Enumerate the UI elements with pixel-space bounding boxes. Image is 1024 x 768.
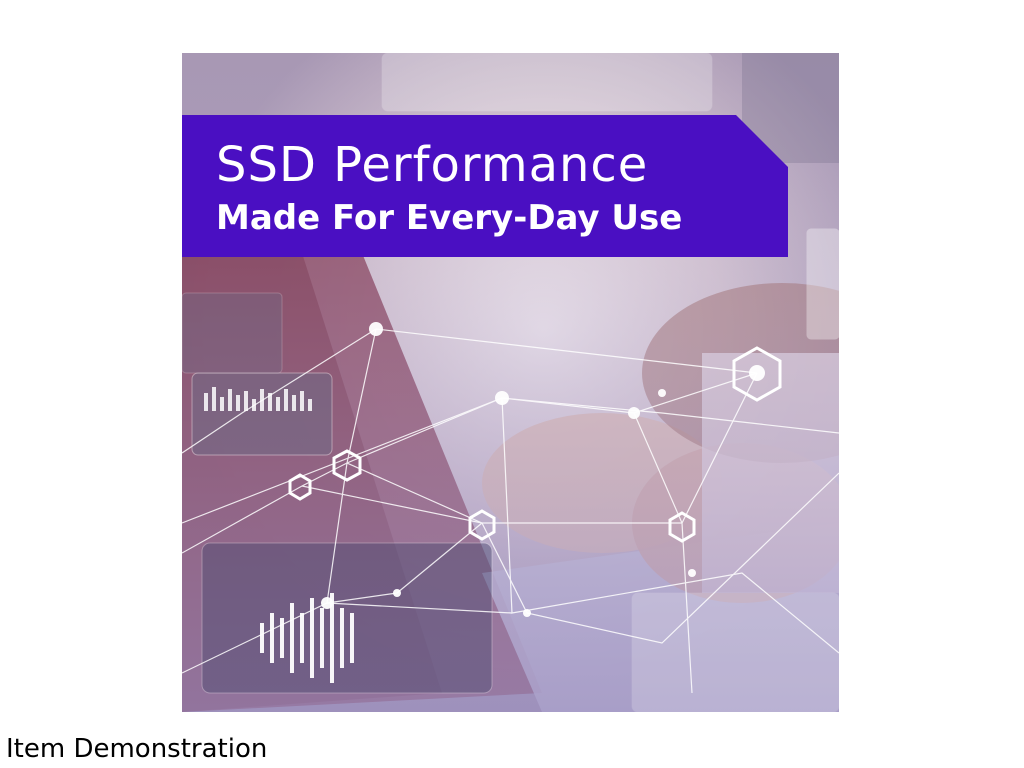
image-caption: Item Demonstration [6,734,268,764]
headline-banner [182,115,788,257]
banner-shape [182,115,788,257]
headline-subtitle: Made For Every-Day Use [216,198,683,238]
product-image: SSD Performance Made For Every-Day Use [182,53,839,712]
headline-title: SSD Performance [216,137,649,193]
